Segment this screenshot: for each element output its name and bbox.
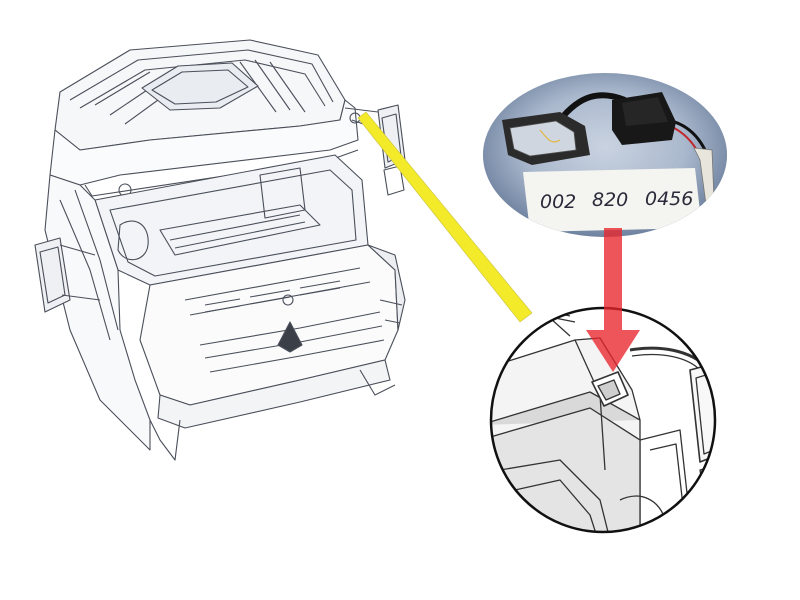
part-number-segment-3: 0456 — [645, 188, 693, 210]
part-number-segment-1: 002 — [540, 191, 576, 213]
magnified-detail-view-icon — [489, 306, 717, 534]
marker-lamp-photo-icon: 002 820 0456 — [483, 73, 727, 237]
pointer-arrow — [586, 228, 640, 372]
part-number: 002 820 0456 — [540, 188, 693, 213]
leader-line — [357, 111, 533, 323]
part-number-segment-2: 820 — [592, 189, 628, 211]
truck-cab-line-drawing-icon — [34, 39, 406, 461]
part-label-paper — [523, 168, 702, 232]
